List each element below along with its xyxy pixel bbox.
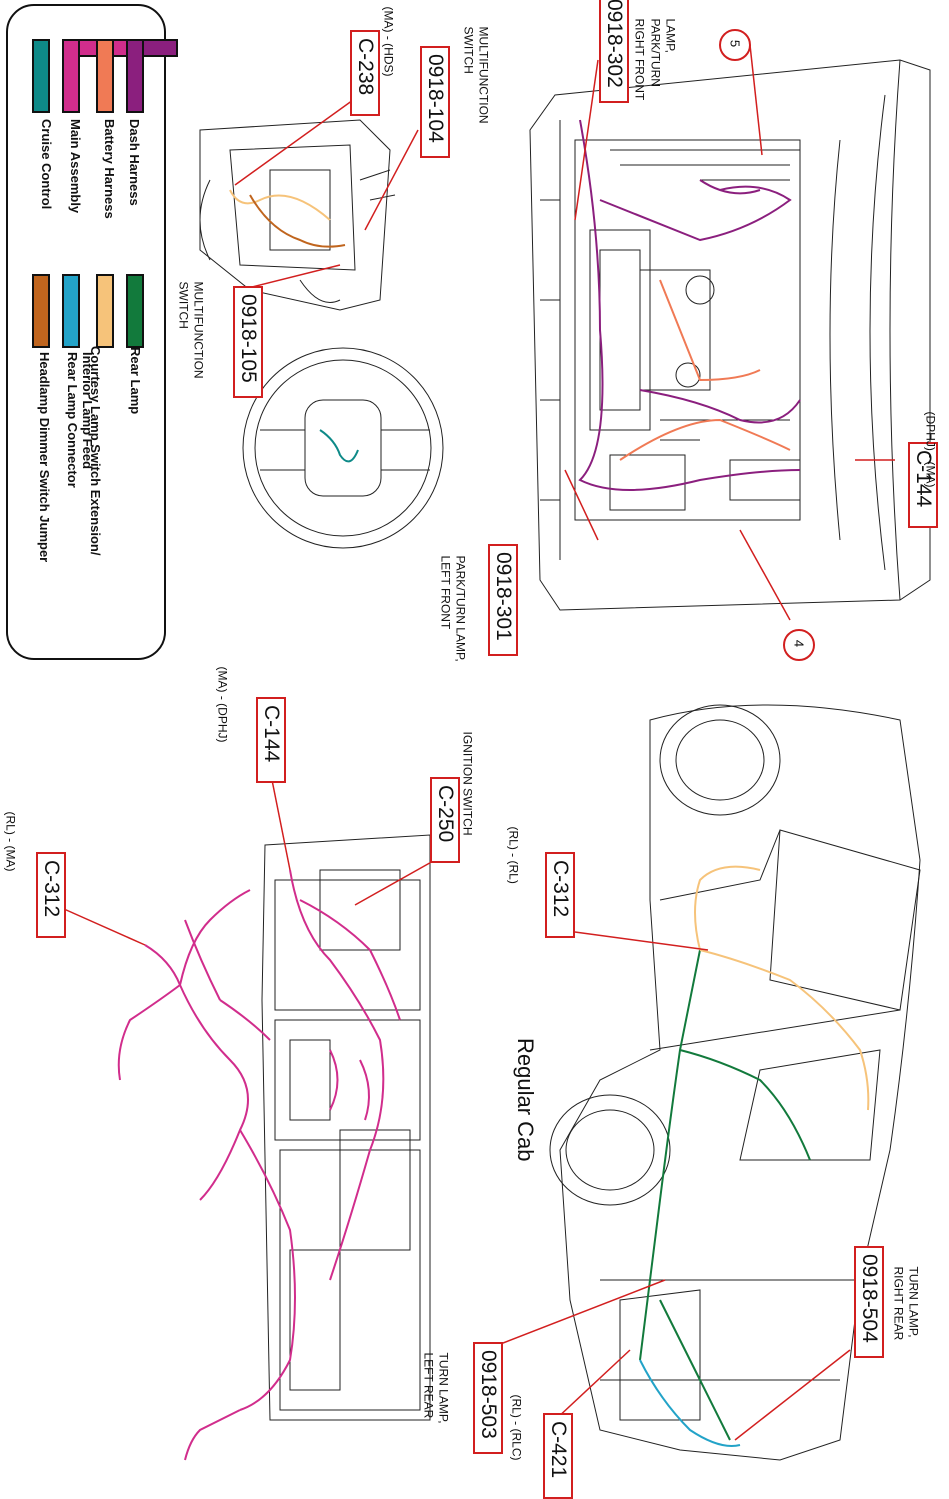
steering-wheel-drawing — [242, 347, 444, 549]
legend-swatch-courtesy-lamp — [96, 274, 114, 348]
truck-drawing — [549, 704, 921, 1461]
legend-swatch-cruise-control — [32, 39, 50, 113]
callout-0918-503-desc2: LEFT REAR — [421, 1352, 436, 1419]
callout-0918-301-desc2: LEFT FRONT — [438, 555, 453, 630]
callout-circle-5: 5 — [727, 39, 743, 48]
callout-c144-dash: C-144 — [256, 697, 286, 783]
steering-column-drawing — [199, 119, 396, 311]
callout-0918-104-desc2: SWITCH — [461, 26, 476, 74]
callout-circle-5-shape — [719, 29, 751, 61]
callout-0918-104: 0918-104 — [420, 46, 450, 158]
engine-bay-drawing — [529, 59, 931, 611]
callout-0918-302-desc1: PARK/TURN — [648, 18, 663, 87]
legend-swatch-battery-harness — [96, 39, 114, 113]
callout-circle-4: 4 — [791, 639, 807, 648]
callout-circle-4-shape — [783, 629, 815, 661]
callout-0918-105-desc1: MULTIFUNCTION — [191, 281, 206, 379]
callout-c238-sub: (MA) - (HDS) — [381, 6, 396, 77]
callout-c144-front-sub: (DPHJ) - (MA) — [923, 411, 938, 488]
callout-0918-301: 0918-301 — [488, 544, 518, 656]
legend-swatch-dash — [126, 39, 144, 113]
callout-leader-lines — [54, 44, 895, 1441]
callout-0918-105: 0918-105 — [233, 286, 263, 398]
legend-swatch-rear-lamp-connector — [62, 274, 80, 348]
legend-swatch-rear-lamp — [126, 274, 144, 348]
callout-c421: C-421 — [543, 1413, 573, 1499]
callout-c238: C-238 — [350, 30, 380, 116]
callout-c312-dash: C-312 — [36, 852, 66, 938]
steering-wheel-harness — [319, 429, 359, 463]
truck-harness — [639, 865, 870, 1447]
legend-panel — [6, 4, 178, 660]
view-title-regular-cab: Regular Cab — [513, 1038, 538, 1162]
callout-0918-302: 0918-302 — [599, 0, 629, 103]
engine-bay-harness — [578, 119, 801, 491]
callout-0918-503: 0918-503 — [473, 1342, 503, 1454]
callout-c421-sub: (RL) - (RLC) — [509, 1394, 524, 1461]
callout-c250-desc: IGNITION SWITCH — [460, 731, 475, 836]
instrument-panel-harness — [117, 869, 401, 1461]
callout-0918-504: 0918-504 — [854, 1246, 884, 1358]
callout-0918-302-desc2: LAMP, — [663, 18, 678, 53]
legend-label-interior-lamp-feed: Interior Lamp Feed — [80, 352, 95, 470]
callout-c250: C-250 — [430, 777, 460, 863]
legend-swatch-main — [62, 39, 80, 113]
instrument-panel-drawing — [261, 834, 431, 1421]
legend-label-headlamp-dimmer: Headlamp Dimmer Switch Jumper — [37, 352, 52, 563]
legend-label-main-assembly: Main Assembly — [68, 119, 83, 214]
callout-0918-504-desc2: RIGHT REAR — [891, 1266, 906, 1341]
callout-c144-dash-sub: (MA) - (DPHJ) — [215, 666, 230, 743]
legend-label-rear-lamp-connector: Rear Lamp Connector — [65, 352, 80, 488]
legend-label-cruise-control: Cruise Control — [39, 119, 54, 210]
legend-label-battery-harness: Battery Harness — [102, 119, 117, 219]
steering-column-harness — [229, 189, 346, 248]
callout-c312-truck: C-312 — [545, 852, 575, 938]
callout-0918-104-desc1: MULTIFUNCTION — [476, 26, 491, 124]
callout-0918-503-desc1: TURN LAMP, — [436, 1352, 451, 1424]
callout-0918-302-desc3: RIGHT FRONT — [632, 18, 647, 101]
callout-c312-truck-sub: (RL) - (RL) — [506, 826, 521, 884]
legend-label-rear-lamp: Rear Lamp — [128, 347, 143, 415]
callout-0918-105-desc2: SWITCH — [176, 281, 191, 329]
callout-0918-504-desc1: TURN LAMP, — [906, 1266, 921, 1338]
legend-swatch-headlamp-dimmer — [32, 274, 50, 348]
callout-0918-301-desc1: PARK/TURN LAMP, — [453, 555, 468, 662]
callout-c312-dash-sub: (RL) - (MA) — [3, 811, 18, 872]
legend-label-dash-harness: Dash Harness — [127, 119, 142, 206]
